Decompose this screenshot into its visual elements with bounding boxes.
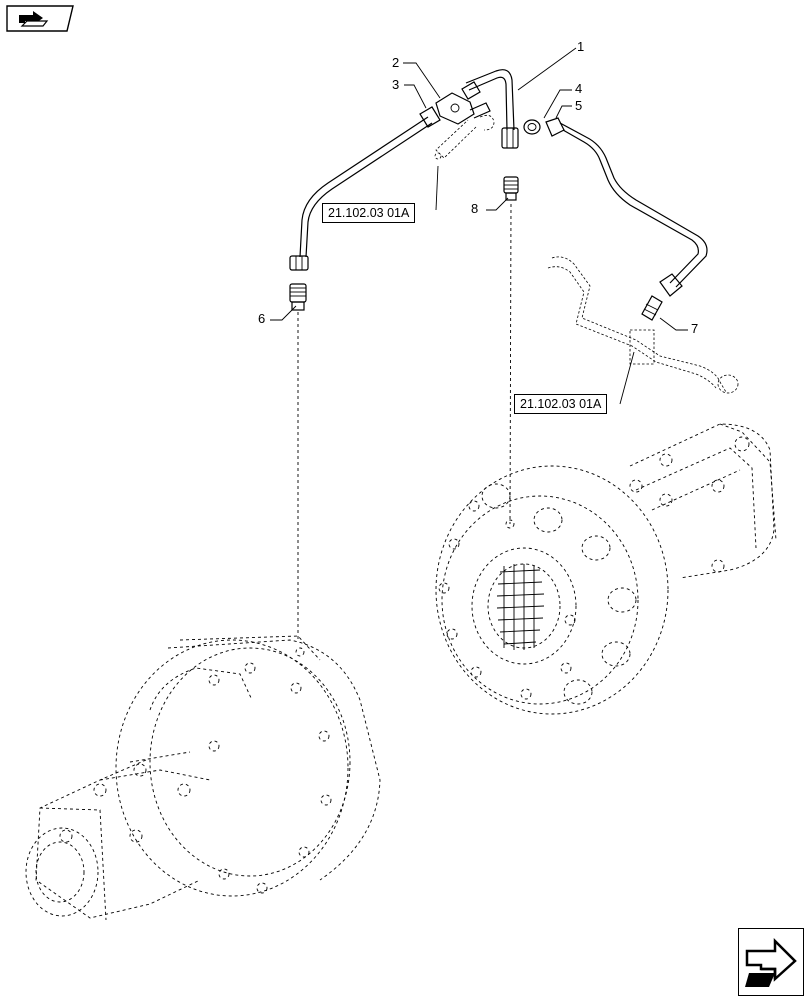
callout-1[interactable]: 1: [577, 39, 585, 54]
reference-link-1[interactable]: 21.102.03 01A: [322, 203, 416, 223]
assembly-line-right: [509, 203, 512, 525]
pipe-nut-right-lower[interactable]: [659, 273, 683, 297]
callout-8[interactable]: 8: [471, 201, 479, 216]
book-nav-button[interactable]: [5, 4, 74, 32]
brake-pipe-main[interactable]: [465, 69, 515, 131]
axle-housing-left: [25, 635, 381, 921]
seal-washer[interactable]: [523, 119, 541, 135]
pipe-nut-right[interactable]: [545, 117, 565, 137]
next-page-arrow-icon: [745, 937, 797, 987]
next-page-button[interactable]: [738, 928, 804, 996]
adapter-fitting-6[interactable]: [289, 283, 307, 311]
brake-pipe-right[interactable]: [559, 122, 708, 288]
brake-valve-phantom: [547, 256, 739, 394]
callout-6[interactable]: 6: [258, 311, 266, 326]
reference-link-2[interactable]: 21.102.03 01A: [514, 394, 608, 414]
pipe-nut-center[interactable]: [501, 127, 519, 149]
callout-4[interactable]: 4: [575, 81, 583, 96]
book-arrow-icon: [6, 5, 74, 32]
banjo-bolt-sketch: [434, 114, 495, 160]
callout-3[interactable]: 3: [392, 77, 400, 92]
adapter-fitting-8[interactable]: [503, 176, 519, 201]
pipe-nut-left-upper[interactable]: [419, 106, 441, 128]
pipe-nut-left-lower[interactable]: [289, 255, 309, 271]
callout-7[interactable]: 7: [691, 321, 699, 336]
callout-5[interactable]: 5: [575, 98, 583, 113]
leader-lines: [270, 47, 688, 405]
adapter-fitting-7[interactable]: [641, 295, 663, 321]
brake-pipe-left[interactable]: [299, 116, 433, 258]
tee-fitting[interactable]: [435, 81, 491, 125]
axle-housing-right: [435, 423, 777, 715]
callout-2[interactable]: 2: [392, 55, 400, 70]
